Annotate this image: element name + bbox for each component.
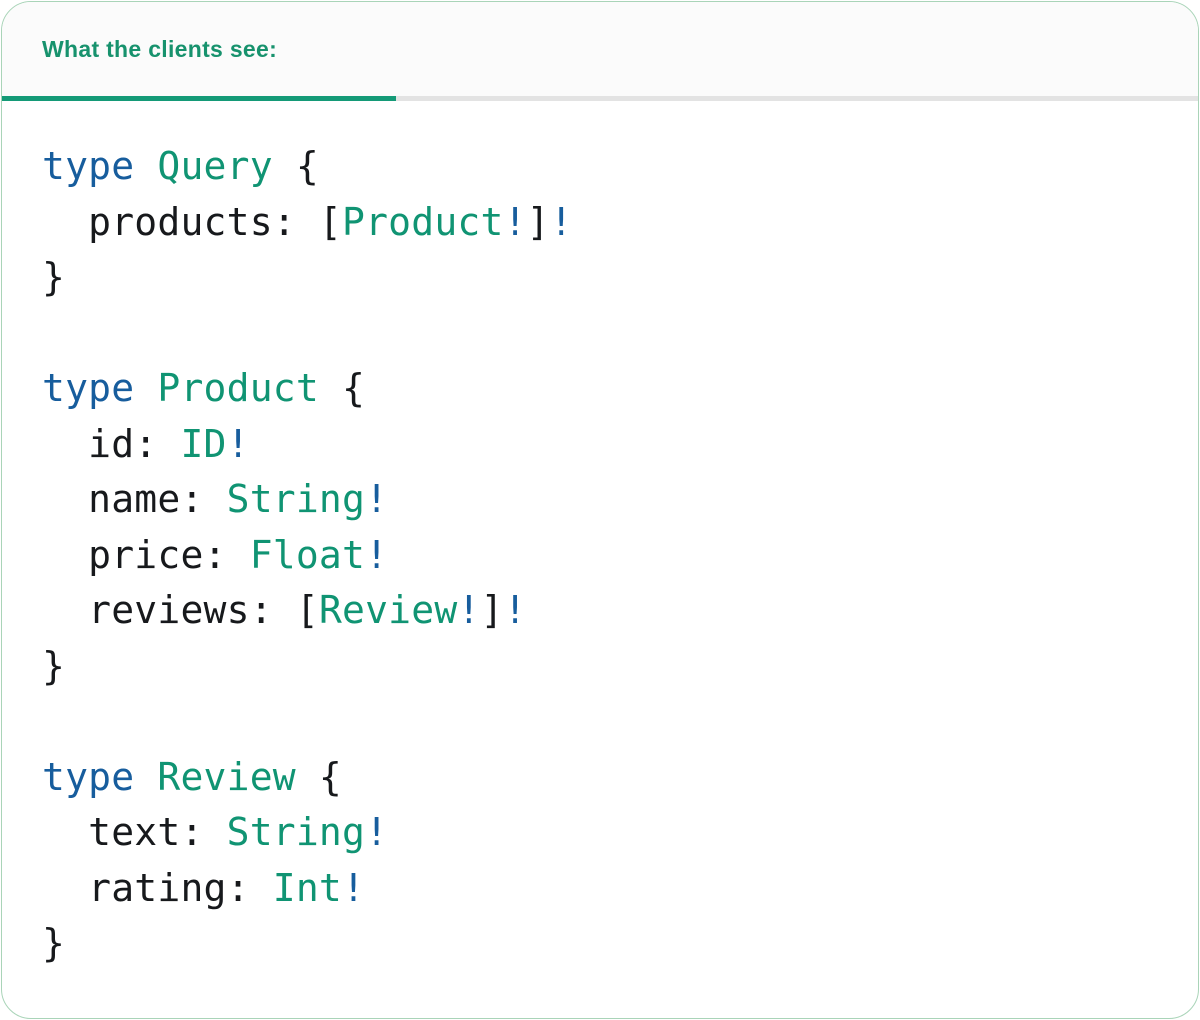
code-token-plain: ] [526,199,550,244]
code-token-plain: name: [42,477,227,521]
code-blank-line [42,694,1168,750]
code-token-type: Float [249,532,366,577]
tab-what-clients-see[interactable]: What the clients see: [2,2,396,96]
graphql-schema-code: type Query { products: [Product!]!}type … [2,101,1198,972]
code-token-bang: ! [503,588,527,632]
code-token-bang: ! [549,199,573,244]
code-line: } [42,250,1168,306]
code-token-keyword: type [42,754,158,799]
code-line: price: Float! [42,528,1168,584]
code-line: name: String! [42,472,1168,528]
code-token-type: Int [272,865,343,910]
code-line: } [42,639,1168,695]
code-token-bang: ! [342,865,366,910]
code-token-type: String [226,810,366,854]
code-token-bang: ! [365,810,389,854]
code-token-plain: id: [42,421,181,466]
code-token-type: Review [318,588,458,632]
code-line: } [42,916,1168,972]
code-token-bang: ! [503,199,527,244]
code-token-bang: ! [226,421,250,466]
code-token-type: Query [157,144,273,188]
tab-label: What the clients see: [42,35,278,62]
active-tab-underline [2,96,396,101]
code-line: rating: Int! [42,861,1168,917]
code-line: reviews: [Review!]! [42,583,1168,639]
code-token-type: Review [157,754,296,799]
tab-strip: What the clients see: [2,2,1198,101]
code-token-plain: } [42,255,66,299]
code-token-bang: ! [365,532,389,577]
code-token-plain: text: [42,810,227,854]
code-token-plain: { [295,754,343,799]
code-token-plain: rating: [42,865,273,910]
code-line: type Review { [42,750,1168,806]
code-token-plain: { [318,366,366,410]
code-token-type: String [226,477,366,521]
code-token-type: ID [180,421,227,466]
tabstrip-divider [2,96,1198,101]
code-token-bang: ! [365,477,389,521]
code-token-bang: ! [457,588,481,632]
code-line: type Product { [42,361,1168,417]
code-token-plain: } [42,643,66,688]
code-token-plain: products: [ [42,199,343,244]
code-line: id: ID! [42,417,1168,473]
code-token-plain: reviews: [ [42,588,319,632]
code-token-plain: { [272,144,319,188]
code-line: text: String! [42,805,1168,861]
code-token-type: Product [157,366,319,410]
code-line: products: [Product!]! [42,195,1168,251]
code-token-plain: } [42,921,66,965]
code-token-type: Product [342,199,504,244]
code-token-plain: ] [480,588,504,632]
code-blank-line [42,306,1168,362]
code-token-plain: price: [42,532,250,577]
code-line: type Query { [42,139,1168,195]
code-token-keyword: type [42,144,158,188]
code-token-keyword: type [42,366,158,410]
